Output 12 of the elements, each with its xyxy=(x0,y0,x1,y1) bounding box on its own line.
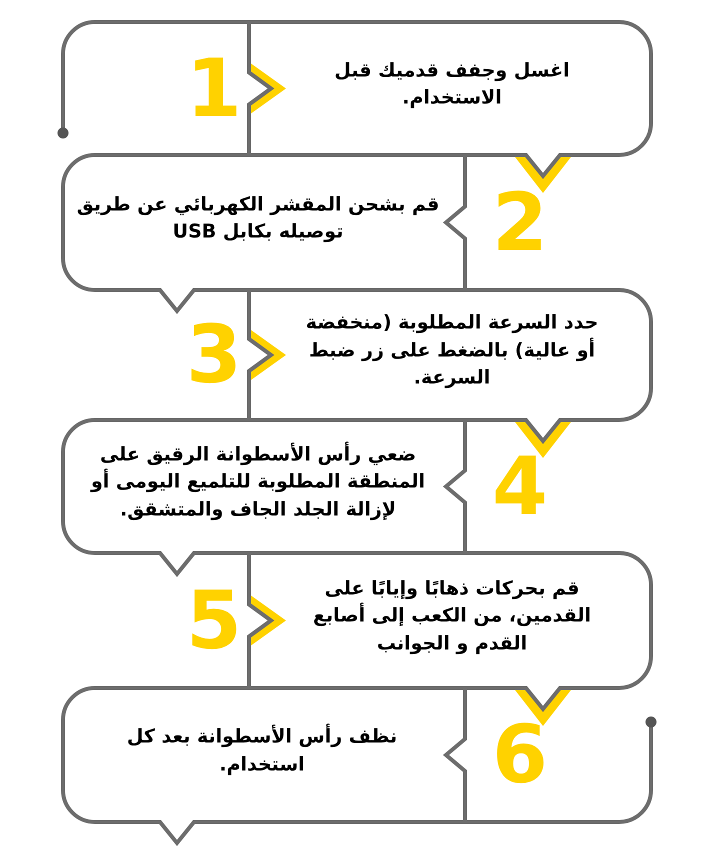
step-number: 6 xyxy=(492,715,548,795)
step-text: قم بشحن المقشر الكهربائي عن طريق توصيله بكابل USB xyxy=(76,192,440,244)
step-text: اغسل وجفف قدميك قبل الاستخدام. xyxy=(333,58,571,110)
step-text: حدد السرعة المطلوبة (منخفضة أو عالية) بالضغط على زر ضبط السرعة. xyxy=(304,310,600,391)
step-number: 3 xyxy=(186,315,242,395)
step-text: قم بحركات ذهابًا وإيابًا على القدمين، من الكعب إلى أصابع القدم و الجوانب xyxy=(312,576,592,656)
step-number: 2 xyxy=(492,182,548,262)
step-number: 5 xyxy=(186,580,242,660)
step-number: 4 xyxy=(492,446,548,526)
step-text: نظف رأس الأسطوانة بعد كل استخدام. xyxy=(126,723,398,778)
step-number: 1 xyxy=(186,48,242,128)
step-text: ضعي رأس الأسطوانة الرقيق على المنطقة المطلوبة للتلميع اليومى أو لإزالة الجلد الجاف والمتشقق. xyxy=(89,441,426,522)
